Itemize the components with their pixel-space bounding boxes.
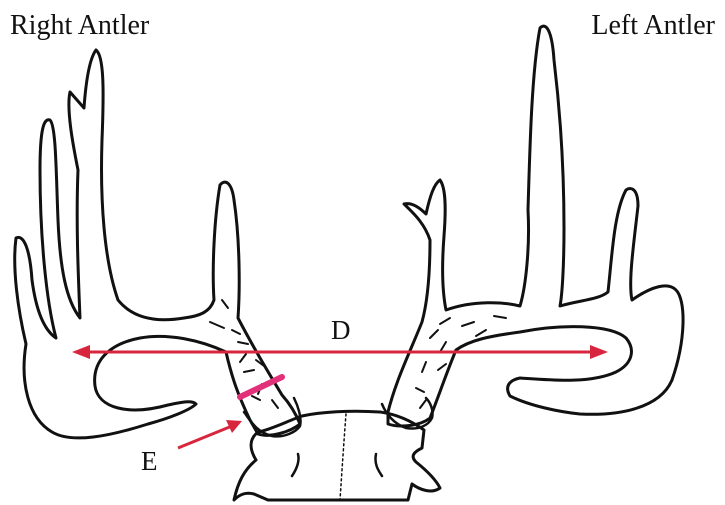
right-antler-outline [15, 50, 300, 438]
left-beam-texture [416, 316, 506, 408]
d-label: D [331, 317, 351, 344]
e-label: E [141, 448, 158, 475]
skull-hole-right [375, 454, 382, 476]
right-antler-label: Right Antler [10, 12, 149, 40]
d-measurement [72, 345, 608, 359]
skull-midline [340, 414, 346, 500]
left-antler-outline [388, 26, 683, 426]
d-arrow-right-icon [590, 345, 608, 359]
d-arrow-left-icon [72, 345, 90, 359]
left-antler-label: Left Antler [591, 12, 715, 40]
e-arrow [178, 420, 242, 448]
skull-hole-left [292, 454, 299, 476]
